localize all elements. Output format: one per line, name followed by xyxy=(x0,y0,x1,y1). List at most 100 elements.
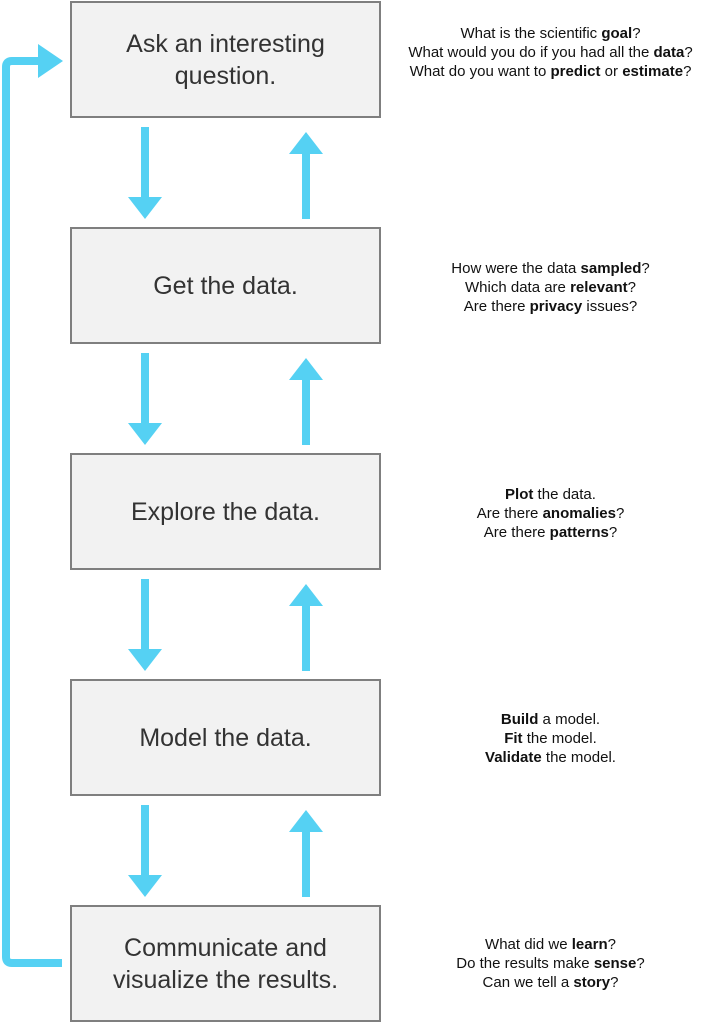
keyword: sense xyxy=(593,955,637,972)
question-text: issues? xyxy=(582,298,638,315)
up-arrow-head xyxy=(289,358,323,380)
question-text: What do you want to xyxy=(409,63,551,80)
down-arrow-shaft xyxy=(141,579,149,649)
question-line: What did we learn? xyxy=(386,935,715,954)
question-text: ? xyxy=(627,279,636,296)
down-arrow-shaft xyxy=(141,353,149,423)
up-arrow-head xyxy=(289,810,323,832)
question-text: Are there xyxy=(463,298,530,315)
question-line: Are there privacy issues? xyxy=(386,297,715,316)
question-text: a model. xyxy=(538,711,601,728)
keyword: Build xyxy=(500,711,539,728)
down-arrow-head xyxy=(128,649,162,671)
step-label: Model the data. xyxy=(139,722,311,754)
question-line: Plot the data. xyxy=(386,485,715,504)
question-line: Validate the model. xyxy=(386,748,715,767)
keyword: Plot xyxy=(505,486,534,503)
keyword: story xyxy=(573,974,611,991)
step-box-3: Explore the data. xyxy=(70,453,381,570)
keyword: predict xyxy=(550,63,601,80)
question-text: Are there xyxy=(483,524,550,541)
step-label-line: visualize the results. xyxy=(112,965,339,994)
up-arrow-shaft xyxy=(302,380,310,445)
question-text: What would you do if you had all the xyxy=(408,44,654,61)
question-line: How were the data sampled? xyxy=(386,259,715,278)
up-arrow-shaft xyxy=(302,606,310,671)
step-label: Communicate and visualize the results. xyxy=(113,932,338,996)
question-text: ? xyxy=(636,955,645,972)
step-label-line: Ask an interesting xyxy=(126,29,325,58)
question-text: What is the scientific xyxy=(460,25,602,42)
step-questions-1: What is the scientific goal?What would y… xyxy=(386,24,715,81)
question-line: Are there patterns? xyxy=(386,523,715,542)
step-label: Ask an interesting question. xyxy=(126,28,325,92)
question-line: Are there anomalies? xyxy=(386,504,715,523)
keyword: estimate xyxy=(622,63,684,80)
question-text: ? xyxy=(610,974,619,991)
step-questions-5: What did we learn?Do the results make se… xyxy=(386,935,715,992)
keyword: privacy xyxy=(529,298,583,315)
step-box-4: Model the data. xyxy=(70,679,381,796)
question-text: Are there xyxy=(476,505,543,522)
feedback-loop-arrow-head xyxy=(38,44,63,78)
down-arrow-head xyxy=(128,423,162,445)
step-label-line: Communicate and xyxy=(124,933,327,962)
question-text: ? xyxy=(641,260,650,277)
step-questions-3: Plot the data.Are there anomalies?Are th… xyxy=(386,485,715,542)
step-questions-4: Build a model.Fit the model.Validate the… xyxy=(386,710,715,767)
feedback-loop-line xyxy=(1,57,62,967)
up-arrow-head xyxy=(289,132,323,154)
question-text: Do the results make xyxy=(456,955,594,972)
question-text: the model. xyxy=(541,749,616,766)
question-text: the model. xyxy=(522,730,597,747)
keyword: patterns xyxy=(549,524,609,541)
up-arrow-head xyxy=(289,584,323,606)
down-arrow-head xyxy=(128,197,162,219)
question-line: What do you want to predict or estimate? xyxy=(386,62,715,81)
down-arrow-shaft xyxy=(141,805,149,875)
question-line: Can we tell a story? xyxy=(386,973,715,992)
question-line: What is the scientific goal? xyxy=(386,24,715,43)
up-arrow-shaft xyxy=(302,154,310,219)
step-box-5: Communicate and visualize the results. xyxy=(70,905,381,1022)
question-text: ? xyxy=(684,44,693,61)
question-text: ? xyxy=(632,25,641,42)
question-text: Which data are xyxy=(465,279,571,296)
question-text: How were the data xyxy=(451,260,581,277)
keyword: data xyxy=(653,44,685,61)
question-text: ? xyxy=(615,505,625,522)
step-label: Explore the data. xyxy=(131,496,320,528)
question-line: What would you do if you had all the dat… xyxy=(386,43,715,62)
step-label-line: Model the data. xyxy=(139,723,312,752)
keyword: sampled xyxy=(580,260,642,277)
keyword: goal xyxy=(601,25,633,42)
keyword: relevant xyxy=(570,279,628,296)
question-line: Fit the model. xyxy=(386,729,715,748)
keyword: learn xyxy=(571,936,608,953)
question-line: Do the results make sense? xyxy=(386,954,715,973)
question-text: What did we xyxy=(485,936,572,953)
keyword: anomalies xyxy=(542,505,616,522)
question-line: Build a model. xyxy=(386,710,715,729)
step-box-2: Get the data. xyxy=(70,227,381,344)
question-text: or xyxy=(600,63,623,80)
question-line: Which data are relevant? xyxy=(386,278,715,297)
keyword: Fit xyxy=(504,730,523,747)
keyword: Validate xyxy=(485,749,542,766)
down-arrow-head xyxy=(128,875,162,897)
step-box-1: Ask an interesting question. xyxy=(70,1,381,118)
question-text: ? xyxy=(607,936,616,953)
step-label-line: question. xyxy=(174,61,277,90)
question-text: the data. xyxy=(533,486,596,503)
step-label-line: Explore the data. xyxy=(130,497,320,526)
step-questions-2: How were the data sampled?Which data are… xyxy=(386,259,715,316)
up-arrow-shaft xyxy=(302,832,310,897)
step-label: Get the data. xyxy=(153,270,298,302)
question-text: Can we tell a xyxy=(482,974,574,991)
question-text: ? xyxy=(608,524,618,541)
question-text: ? xyxy=(683,63,692,80)
down-arrow-shaft xyxy=(141,127,149,197)
step-label-line: Get the data. xyxy=(153,271,298,300)
